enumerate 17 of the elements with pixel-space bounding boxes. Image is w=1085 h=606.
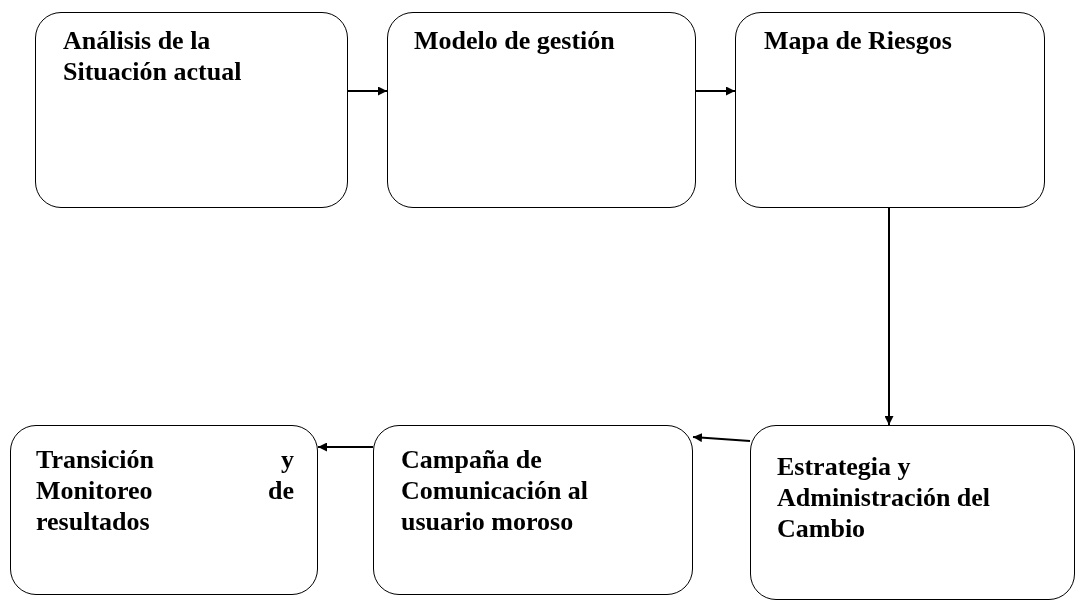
arrow bbox=[317, 442, 374, 452]
box-label: Campaña de Comunicación al usuario moroso bbox=[401, 444, 590, 537]
process-box bbox=[750, 425, 1075, 600]
box-label: Modelo de gestión bbox=[414, 25, 616, 56]
process-box bbox=[35, 12, 348, 208]
box-label: Estrategia y Administración del Cambio bbox=[777, 451, 992, 544]
box-label: Transición y Monitoreo de resultados bbox=[36, 444, 294, 537]
process-box bbox=[373, 425, 693, 595]
arrow bbox=[692, 433, 751, 443]
arrow bbox=[884, 207, 894, 426]
arrow bbox=[695, 86, 736, 96]
process-box bbox=[10, 425, 318, 595]
process-box bbox=[735, 12, 1045, 208]
box-label: Análisis de la Situación actual bbox=[63, 25, 243, 87]
arrow bbox=[347, 86, 388, 96]
box-label: Mapa de Riesgos bbox=[764, 25, 953, 56]
process-box bbox=[387, 12, 696, 208]
